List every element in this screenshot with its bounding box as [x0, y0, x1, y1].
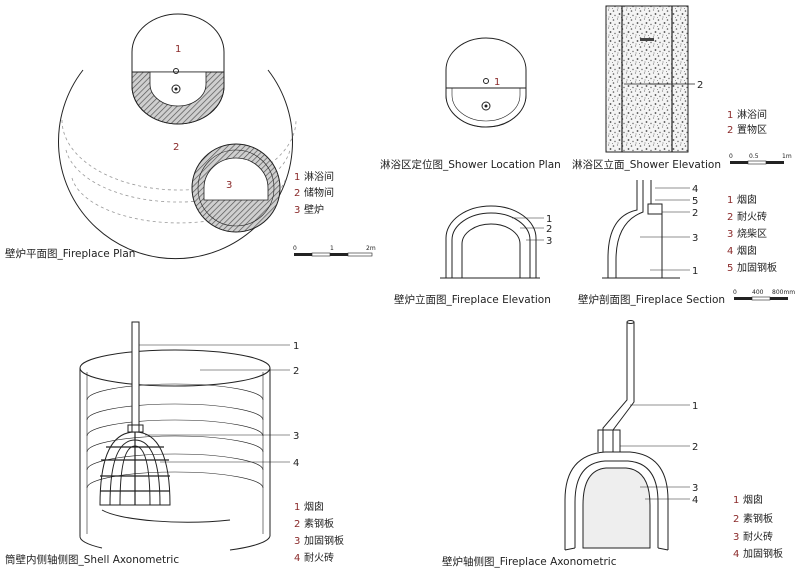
- svg-text:0.5: 0.5: [749, 153, 759, 160]
- shell-top-rim: [79, 349, 271, 387]
- shell-callout-2: 2: [293, 366, 299, 377]
- svg-text:壁炉: 壁炉: [304, 203, 324, 216]
- axo-chimney: [602, 322, 628, 452]
- elevation-callout-2: 2: [697, 80, 703, 91]
- shower-elevation-caption: 淋浴区立面_Shower Elevation: [572, 158, 721, 171]
- section-callout-4: 4: [692, 184, 698, 195]
- svg-text:1: 1: [294, 172, 300, 183]
- svg-text:2: 2: [294, 188, 300, 199]
- section-callout-1: 1: [692, 266, 698, 277]
- svg-text:加固钢板: 加固钢板: [304, 534, 344, 547]
- svg-text:加固钢板: 加固钢板: [737, 261, 777, 274]
- fp-elev-callout-3: 3: [546, 236, 552, 247]
- axo-caption: 壁炉轴侧图_Fireplace Axonometric: [442, 555, 617, 568]
- svg-text:4: 4: [733, 549, 739, 560]
- fireplace-axonometric: 1 2 3 4 1 烟囱 2 素钢板 3 耐火砖 4 加固钢板 壁炉轴侧图_Fi…: [442, 320, 783, 568]
- svg-text:2: 2: [294, 519, 300, 530]
- svg-text:素钢板: 素钢板: [304, 517, 334, 530]
- svg-text:1: 1: [727, 195, 733, 206]
- section-legend: 1 烟囱 2 耐火砖 3 烧柴区 4 烟囱 5 加固钢板: [727, 193, 777, 274]
- axo-fireplace-body: [564, 451, 669, 550]
- svg-text:1: 1: [330, 245, 334, 252]
- section-callout-5: 5: [692, 196, 698, 207]
- svg-text:烟囱: 烟囱: [304, 500, 324, 513]
- plan-marker-3: 3: [226, 180, 232, 191]
- svg-text:4: 4: [727, 246, 733, 257]
- fp-elev-callout-2: 2: [546, 224, 552, 235]
- axo-callout-1: 1: [692, 401, 698, 412]
- svg-text:3: 3: [733, 532, 739, 543]
- fp-elev-callout-1: 1: [546, 214, 552, 225]
- svg-text:烟囱: 烟囱: [737, 193, 757, 206]
- elevation-legend: 1 淋浴间 2 置物区: [727, 108, 767, 136]
- svg-text:烧柴区: 烧柴区: [737, 227, 767, 240]
- shell-callout-4: 4: [293, 458, 299, 469]
- shell-dome-cage: [99, 431, 171, 506]
- axo-callout-2: 2: [692, 442, 698, 453]
- plan-caption: 壁炉平面图_Fireplace Plan: [5, 247, 135, 260]
- shower-location-plan: 1 淋浴区定位图_Shower Location Plan: [380, 37, 561, 171]
- shell-chimney: [131, 321, 140, 433]
- svg-text:0: 0: [293, 245, 297, 252]
- svg-text:3: 3: [294, 205, 300, 216]
- svg-text:0: 0: [729, 153, 733, 160]
- svg-text:2: 2: [727, 212, 733, 223]
- location-marker-1: 1: [494, 77, 500, 88]
- fireplace-plan: 1 2 3 1 淋浴间 2 储物间 3 壁炉 0 1 2m 壁炉平面图_Fire…: [5, 13, 376, 260]
- svg-text:耐火砖: 耐火砖: [737, 210, 767, 223]
- shell-caption: 筒壁内侧轴侧图_Shell Axonometric: [5, 553, 179, 566]
- svg-text:储物间: 储物间: [304, 186, 334, 199]
- svg-text:1: 1: [733, 495, 739, 506]
- shell-axonometric: 1 2 3 4 1 烟囱 2 素钢板 3 加固钢板 4 耐火砖 筒壁内侧轴侧图_…: [5, 321, 344, 566]
- drain-icon: [173, 68, 179, 74]
- axo-legend: 1 烟囱 2 素钢板 3 耐火砖 4 加固钢板: [733, 493, 783, 560]
- svg-text:4: 4: [294, 553, 300, 564]
- svg-text:2m: 2m: [366, 245, 376, 252]
- location-caption: 淋浴区定位图_Shower Location Plan: [380, 158, 561, 171]
- svg-text:3: 3: [727, 229, 733, 240]
- svg-text:1: 1: [294, 502, 300, 513]
- elevation-wall: [605, 5, 689, 153]
- plan-marker-1: 1: [175, 44, 181, 55]
- section-callout-2: 2: [692, 208, 698, 219]
- svg-text:400: 400: [752, 289, 764, 296]
- svg-text:淋浴间: 淋浴间: [737, 108, 767, 121]
- shell-legend: 1 烟囱 2 素钢板 3 加固钢板 4 耐火砖: [294, 500, 344, 564]
- plan-legend: 1 淋浴间 2 储物间 3 壁炉: [294, 170, 334, 216]
- section-scale-bar: 0 400 800mm: [733, 289, 795, 301]
- svg-text:加固钢板: 加固钢板: [743, 547, 783, 560]
- plan-scale-bar: 0 1 2m: [293, 245, 376, 257]
- svg-text:1m: 1m: [782, 153, 792, 160]
- svg-text:1: 1: [727, 110, 733, 121]
- elevation-scale-bar: 0 0.5 1m: [729, 153, 792, 165]
- svg-text:0: 0: [733, 289, 737, 296]
- shower-elevation: 2 1 淋浴间 2 置物区 0 0.5 1m 淋浴区立面_Shower Elev…: [572, 5, 792, 171]
- shell-callout-3: 3: [293, 431, 299, 442]
- fireplace-elevation: 1 2 3 壁炉立面图_Fireplace Elevation: [394, 205, 552, 306]
- svg-text:5: 5: [727, 263, 733, 274]
- section-outer-profile: [607, 180, 638, 278]
- fp-elev-caption: 壁炉立面图_Fireplace Elevation: [394, 293, 551, 306]
- section-caption: 壁炉剖面图_Fireplace Section: [578, 293, 725, 306]
- svg-text:2: 2: [727, 125, 733, 136]
- svg-text:3: 3: [294, 536, 300, 547]
- svg-text:耐火砖: 耐火砖: [304, 551, 334, 564]
- fireplace-section: 4 5 2 3 1 1 烟囱 2 耐火砖 3 烧柴区 4 烟囱 5 加固钢板 0…: [578, 180, 795, 306]
- shell-callout-1: 1: [293, 341, 299, 352]
- svg-text:烟囱: 烟囱: [737, 244, 757, 257]
- svg-text:2: 2: [733, 514, 739, 525]
- axo-callout-4: 4: [692, 495, 698, 506]
- svg-text:淋浴间: 淋浴间: [304, 170, 334, 183]
- section-callout-3: 3: [692, 233, 698, 244]
- plan-marker-2: 2: [173, 142, 179, 153]
- svg-text:置物区: 置物区: [737, 123, 767, 136]
- svg-text:800mm: 800mm: [772, 289, 795, 296]
- elevation-arch-outer: [445, 205, 537, 278]
- svg-text:烟囱: 烟囱: [743, 493, 763, 506]
- svg-text:耐火砖: 耐火砖: [743, 530, 773, 543]
- svg-text:素钢板: 素钢板: [743, 512, 773, 525]
- axo-callout-3: 3: [692, 483, 698, 494]
- plan-outer-wall: [58, 69, 293, 260]
